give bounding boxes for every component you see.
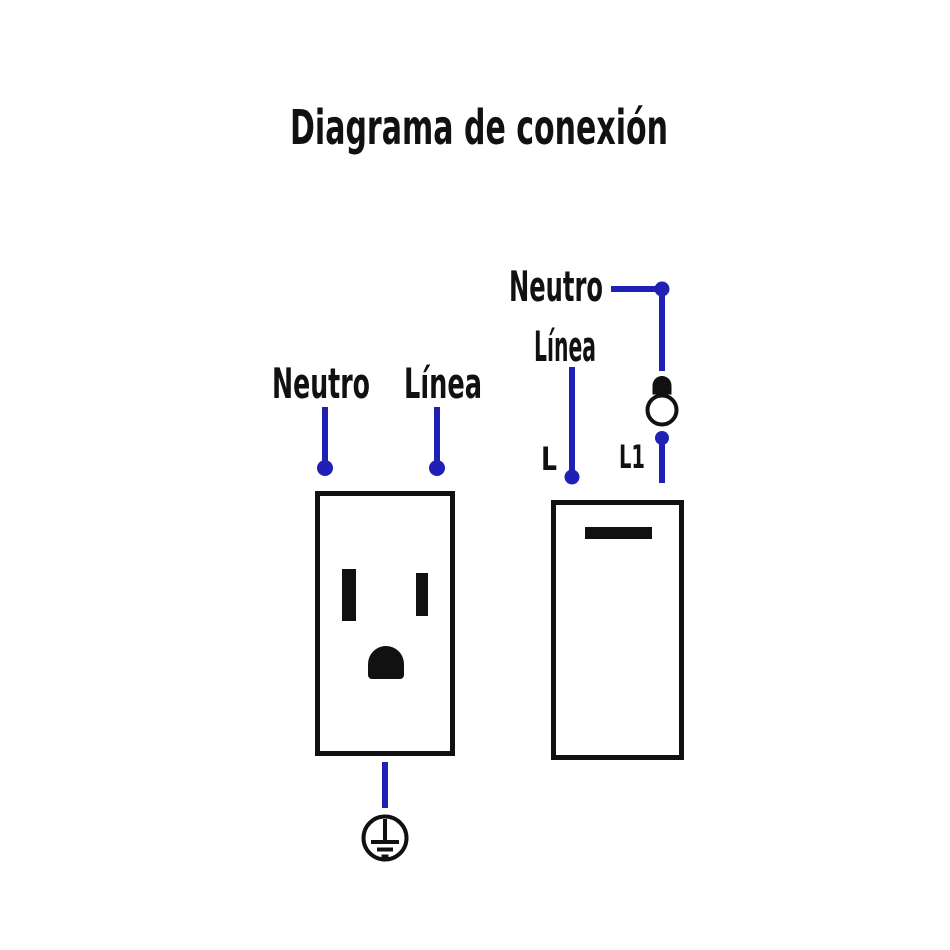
outlet-section: Neutro Línea: [272, 359, 482, 862]
outlet-line-wire-dot: [429, 460, 445, 476]
rocker-switch-icon: [551, 500, 684, 760]
duplex-receptacle-icon: [315, 491, 455, 756]
light-bulb-icon: [645, 376, 679, 427]
switch-neutral-label: Neutro: [509, 262, 603, 311]
bulb-glass: [645, 393, 679, 427]
bulb-base: [652, 376, 672, 395]
switch-rocker-bar: [585, 527, 652, 539]
line-terminal-wire-dot: [564, 469, 580, 485]
outlet-ground-slot: [368, 646, 404, 679]
outlet-body: [315, 491, 455, 756]
switch-body: [551, 500, 684, 760]
outlet-line-label: Línea: [404, 359, 482, 408]
outlet-neutral-wire-dot: [317, 460, 333, 476]
outlet-neutral-slot: [342, 569, 356, 621]
l-terminal-label: L: [541, 440, 557, 478]
outlet-live-slot: [416, 573, 428, 616]
switch-section: Neutro Línea L L1: [509, 262, 684, 760]
outlet-neutral-label: Neutro: [272, 359, 370, 408]
switch-line-label: Línea: [534, 322, 596, 371]
page-title: Diagrama de conexión: [290, 100, 668, 156]
earth-ground-icon: [361, 814, 409, 862]
l1-terminal-label: L1: [619, 438, 645, 476]
lamp-to-l1-dot: [655, 431, 669, 445]
